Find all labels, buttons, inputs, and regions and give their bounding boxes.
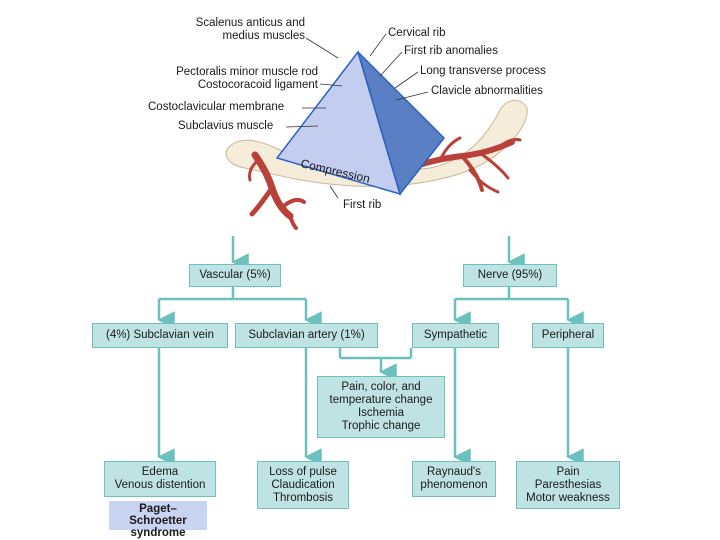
box-peripheral: Peripheral <box>532 323 604 348</box>
box-vein-symptoms: Edema Venous distention <box>104 461 216 497</box>
box-artery-symptoms: Loss of pulse Claudication Thrombosis <box>257 461 349 509</box>
box-sympathetic-symptoms: Raynaud's phenomenon <box>412 461 496 497</box>
left-blood-vessels <box>248 151 306 230</box>
label-pectoralis: Pectoralis minor muscle rod Costocoracoi… <box>176 66 318 91</box>
label-subclavius: Subclavius muscle <box>178 120 274 132</box>
anatomy-illustration: Compression <box>225 33 528 230</box>
box-subclavian-vein: (4%) Subclavian vein <box>92 323 228 348</box>
box-shared-symptoms: Pain, color, and temperature change Isch… <box>317 376 445 438</box>
box-peripheral-symptoms: Pain Paresthesias Motor weakness <box>516 461 620 509</box>
label-leader-lines <box>285 33 429 199</box>
syndrome-label: Paget–Schroetter syndrome <box>109 501 207 539</box>
pyramid-side-face <box>357 51 446 196</box>
label-first-rib: First rib <box>343 199 382 211</box>
label-long-transverse: Long transverse process <box>420 65 546 77</box>
label-scalenus: Scalenus anticus and medius muscles <box>195 17 305 42</box>
box-nerve: Nerve (95%) <box>463 264 557 287</box>
label-clavicle: Clavicle abnormalities <box>431 85 543 97</box>
box-subclavian-artery: Subclavian artery (1%) <box>235 323 378 348</box>
label-first-rib-anomalies: First rib anomalies <box>404 45 498 57</box>
label-costoclavicular: Costoclavicular membrane <box>148 101 285 113</box>
box-sympathetic: Sympathetic <box>412 323 499 348</box>
label-cervical-rib: Cervical rib <box>388 27 446 39</box>
box-vascular: Vascular (5%) <box>189 264 281 287</box>
